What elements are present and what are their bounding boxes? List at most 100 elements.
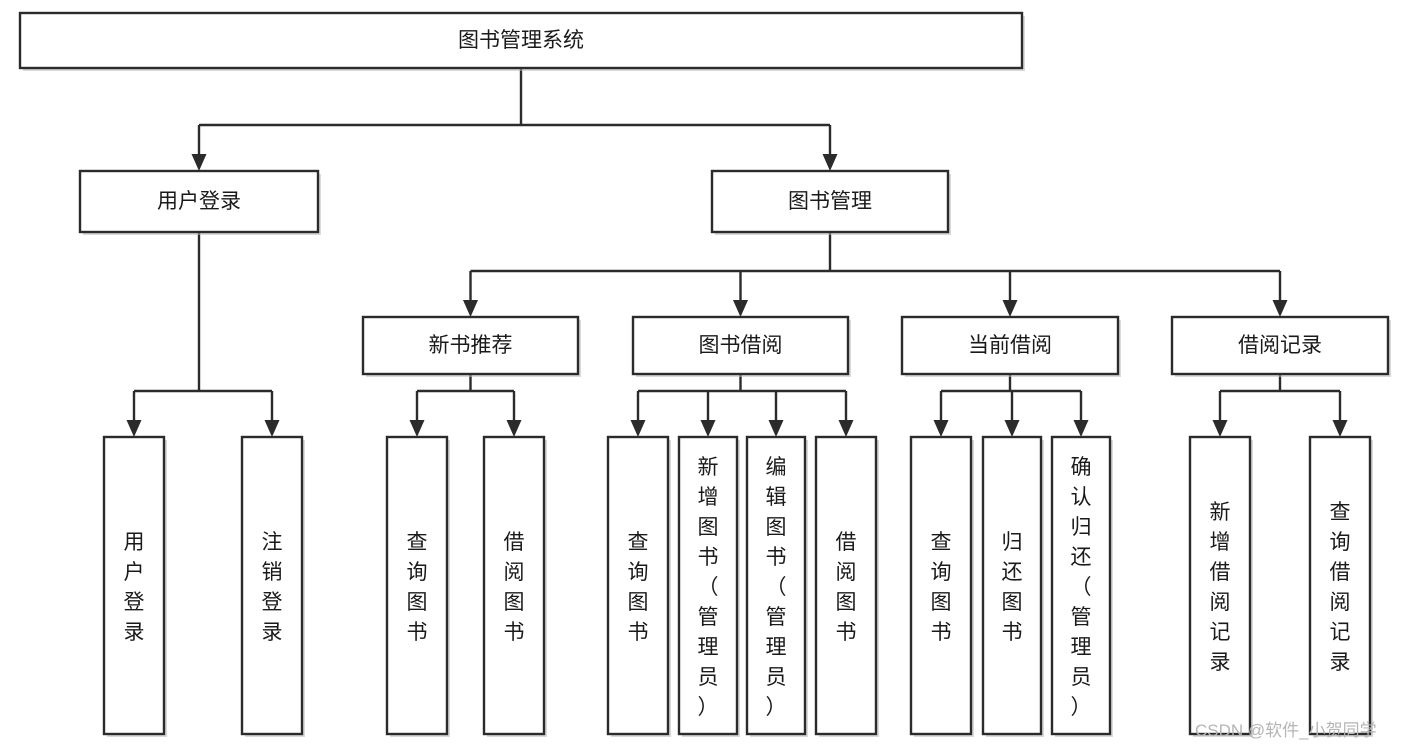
node-box[interactable]	[240, 435, 304, 736]
node-label-char: 理	[1071, 636, 1092, 659]
node-box[interactable]	[18, 11, 1024, 70]
node-label-char: 阅	[1210, 591, 1231, 614]
node-label-char: ）	[766, 696, 787, 719]
node-label-char: 登	[262, 591, 283, 614]
node-box[interactable]	[1188, 435, 1252, 736]
node-label: 当前借阅	[968, 334, 1052, 357]
node-label-char: 借	[1330, 561, 1351, 584]
node-box[interactable]	[909, 435, 973, 736]
node-label-char: 图	[836, 591, 857, 614]
arrow-head-icon	[506, 420, 522, 437]
node-label-char: 书	[407, 621, 428, 644]
node-label-char: 录	[1210, 651, 1231, 674]
node-label-char: 询	[407, 561, 428, 584]
node-label-char: 新	[1210, 501, 1231, 524]
node-label-char: ）	[1071, 696, 1092, 719]
node-root-system[interactable]: 图书管理系统	[18, 11, 1025, 71]
node-box[interactable]	[981, 435, 1043, 736]
node-label-char: 户	[124, 561, 145, 584]
node-label-char: 查	[931, 531, 952, 554]
arrow-head-icon	[463, 300, 478, 317]
node-label-char: 销	[262, 561, 283, 584]
node-label-char: （	[1071, 576, 1092, 599]
node-label-char: 书	[504, 621, 525, 644]
node-box[interactable]	[1050, 435, 1112, 736]
node-label-char: 查	[407, 531, 428, 554]
node-current-borrow[interactable]: 当前借阅	[900, 315, 1121, 377]
node-label-char: 理	[698, 636, 719, 659]
node-borrow-record[interactable]: 借阅记录	[1170, 315, 1391, 377]
arrow-head-icon	[1004, 420, 1020, 437]
node-label-char: 询	[628, 561, 649, 584]
arrow-head-icon	[264, 420, 280, 437]
node-label-char: 查	[628, 531, 649, 554]
node-box[interactable]	[814, 435, 878, 736]
node-new-book-rec[interactable]: 新书推荐	[361, 315, 581, 377]
node-label-char: 登	[124, 591, 145, 614]
arrow-head-icon	[1272, 300, 1288, 317]
arrow-head-icon	[933, 420, 949, 437]
node-label-char: 增	[698, 486, 719, 509]
node-label-char: （	[766, 576, 787, 599]
node-box[interactable]	[361, 315, 580, 376]
node-book-manage[interactable]: 图书管理	[710, 169, 951, 235]
node-label-char: 阅	[1330, 591, 1351, 614]
node-box[interactable]	[631, 315, 850, 376]
arrow-head-icon	[409, 420, 425, 437]
node-box[interactable]	[745, 435, 807, 736]
node-box[interactable]	[606, 435, 670, 736]
node-label-char: 管	[766, 606, 787, 629]
node-label: 用户登录	[157, 190, 241, 213]
node-label-char: 理	[766, 636, 787, 659]
node-label-char: 记	[1210, 621, 1231, 644]
node-leaf-user-login[interactable]: 用户登录	[102, 435, 167, 737]
node-label: 新书推荐	[429, 334, 513, 357]
node-label-char: 员	[698, 666, 719, 689]
node-label-char: 管	[698, 606, 719, 629]
node-label-char: 查	[1330, 501, 1351, 524]
arrow-head-icon	[838, 420, 854, 437]
node-box[interactable]	[102, 435, 166, 736]
node-box[interactable]	[78, 169, 320, 234]
node-label-char: 图	[1002, 591, 1023, 614]
node-label-char: 确	[1071, 456, 1092, 479]
node-label-char: 图	[407, 591, 428, 614]
node-label-char: 员	[766, 666, 787, 689]
node-label-char: 图	[766, 516, 787, 539]
arrow-head-icon	[126, 420, 142, 437]
node-book-borrow[interactable]: 图书借阅	[631, 315, 851, 377]
node-label-char: 用	[124, 531, 145, 554]
node-label-char: 书	[836, 621, 857, 644]
node-label-char: 归	[1071, 516, 1092, 539]
node-box[interactable]	[900, 315, 1120, 376]
node-box[interactable]	[1308, 435, 1372, 736]
node-label-char: 还	[1071, 546, 1092, 569]
node-user-login[interactable]: 用户登录	[78, 169, 321, 235]
node-label-char: 阅	[504, 561, 525, 584]
node-label-char: 记	[1330, 621, 1351, 644]
arrow-head-icon	[768, 420, 784, 437]
node-box[interactable]	[482, 435, 546, 736]
node-label-char: 图	[698, 516, 719, 539]
node-box[interactable]	[677, 435, 739, 736]
node-label: 图书管理	[788, 190, 872, 213]
node-box[interactable]	[385, 435, 449, 736]
arrow-head-icon	[1073, 420, 1089, 437]
node-label-char: 书	[931, 621, 952, 644]
node-label-char: 录	[124, 621, 145, 644]
node-box[interactable]	[1170, 315, 1390, 376]
node-box[interactable]	[710, 169, 950, 234]
